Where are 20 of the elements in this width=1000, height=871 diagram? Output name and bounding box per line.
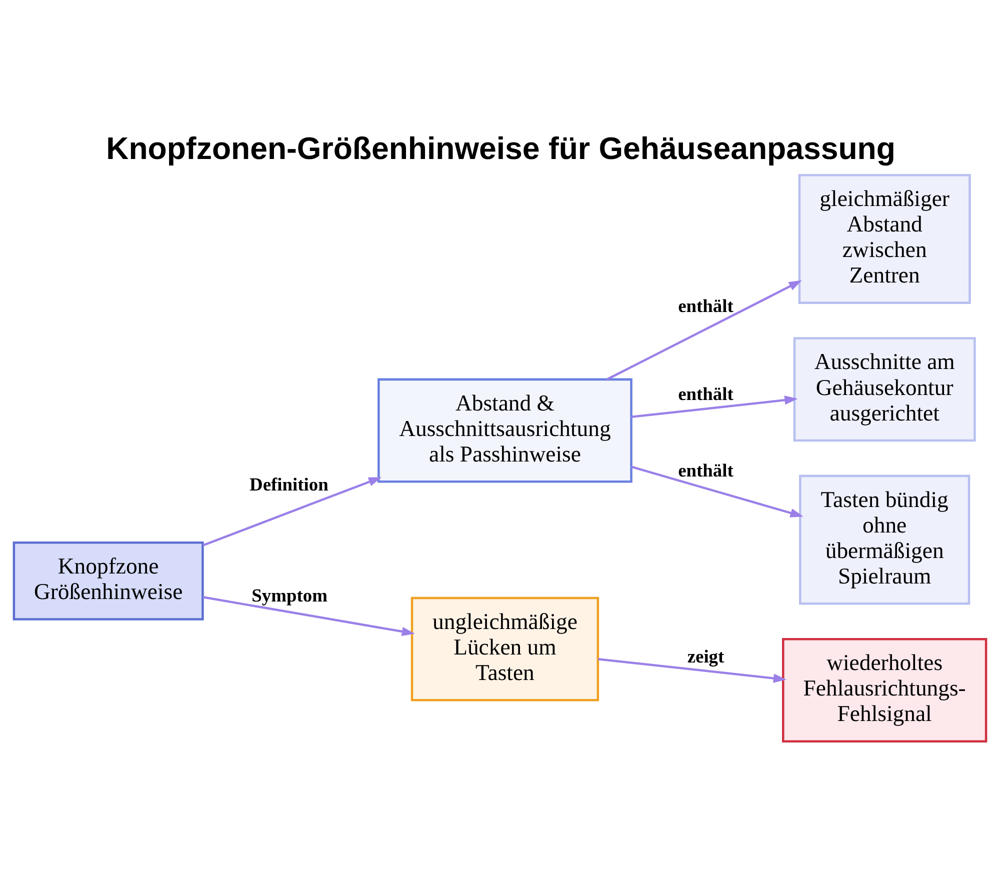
arrow: [202, 477, 382, 546]
arrow: [202, 596, 415, 636]
edge-label: Symptom: [252, 585, 328, 606]
arrow: [631, 466, 804, 518]
node-box: Knopfzone Größenhinweise: [12, 542, 204, 620]
arrow: [631, 396, 798, 418]
node-box: ungleichmäßige Lücken um Tasten: [410, 596, 600, 702]
node-box: wiederholtes Fehlausrichtungs- Fehlsignal: [782, 638, 988, 742]
arrow: [606, 280, 802, 380]
edge-label: Definition: [250, 474, 328, 495]
node-box: Ausschnitte am Gehäusekontur ausgerichtet: [793, 337, 976, 442]
diagram-title: Knopfzonen-Größenhinweise für Gehäuseanpassung: [106, 130, 896, 166]
edge-label: zeigt: [687, 646, 724, 666]
node-box: gleichmäßiger Abstand zwischen Zentren: [798, 174, 971, 304]
edge-label: enthält: [678, 460, 734, 481]
node-box: Abstand & Ausschnittsausrichtung als Passhinweise: [378, 378, 632, 483]
node-box: Tasten bündig ohne übermäßigen Spielraum: [799, 474, 970, 605]
arrow: [598, 658, 787, 683]
edge-label: enthält: [678, 296, 734, 316]
edge-label: enthält: [678, 384, 734, 404]
